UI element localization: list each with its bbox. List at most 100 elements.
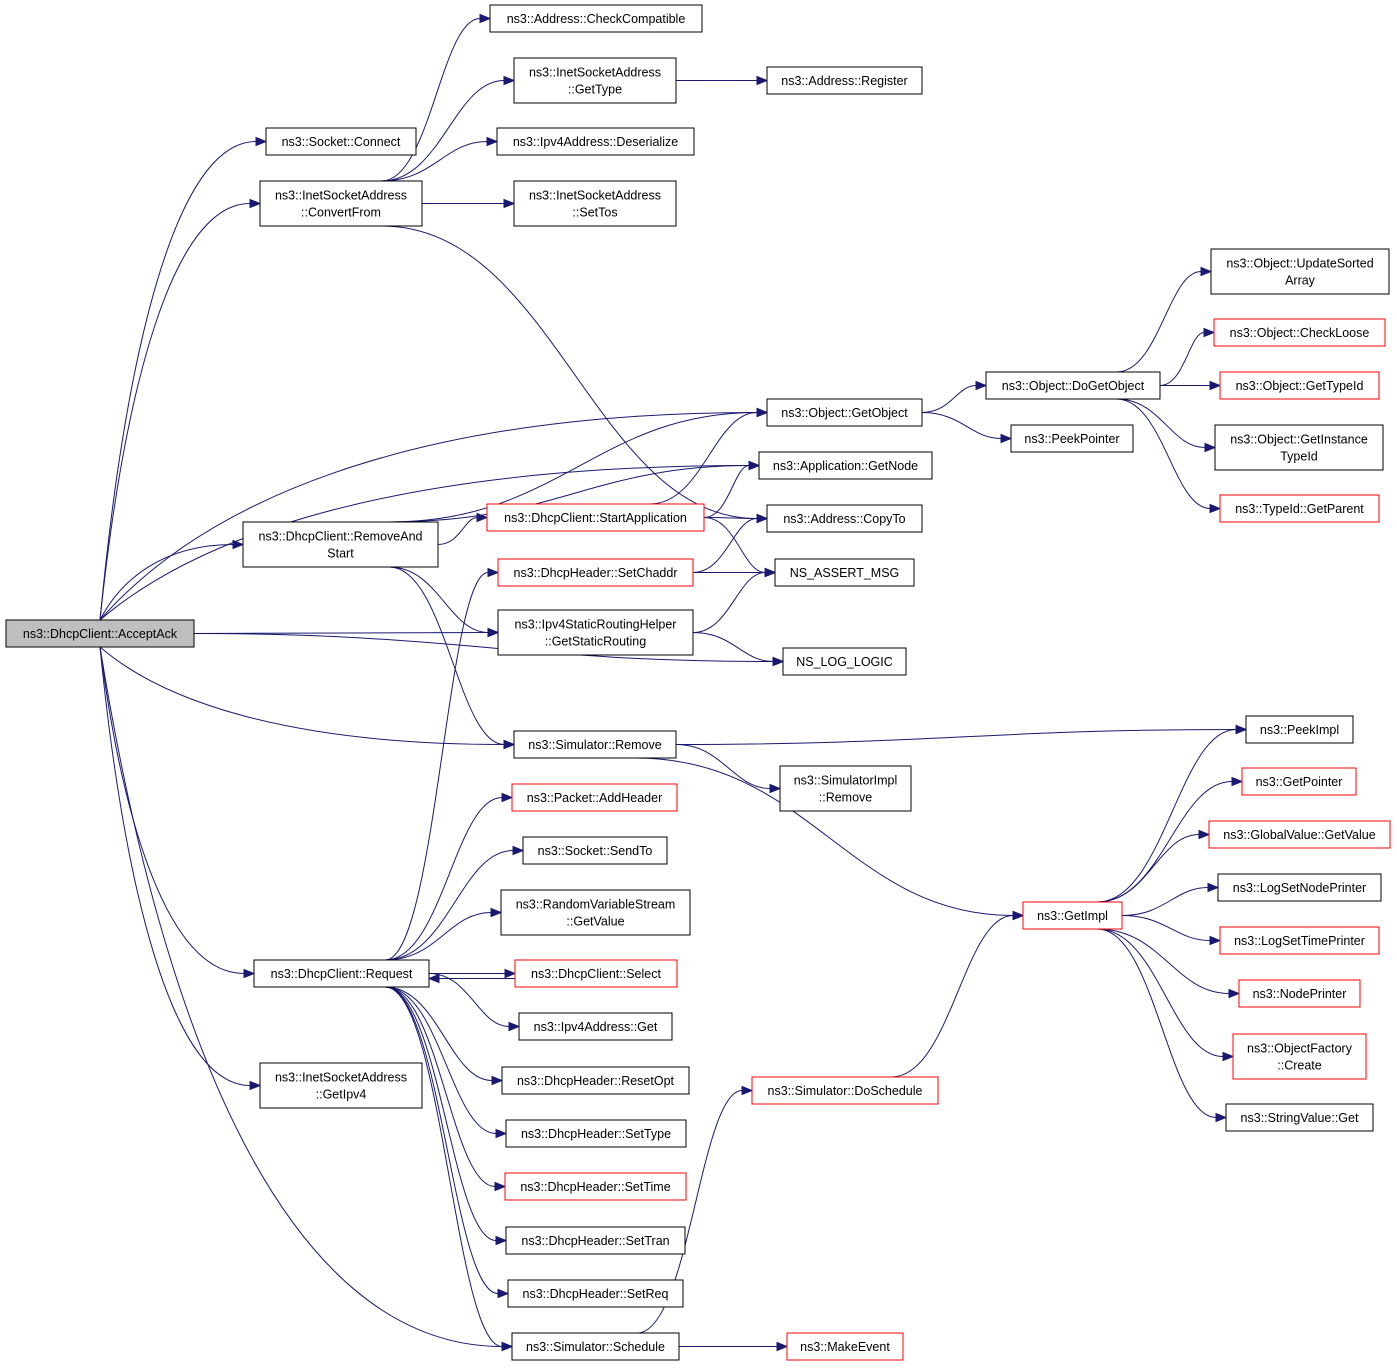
node-set-tran[interactable]: ns3::DhcpHeader::SetTran — [505, 1226, 686, 1255]
node-peek-pointer[interactable]: ns3::PeekPointer — [1010, 424, 1134, 453]
node-address-register[interactable]: ns3::Address::Register — [766, 66, 923, 95]
node-box — [786, 1332, 904, 1361]
node-accept-ack[interactable]: ns3::DhcpClient::AcceptAck — [5, 619, 195, 648]
node-log-set-node-printer[interactable]: ns3::LogSetNodePrinter — [1217, 873, 1382, 902]
node-inet-get-ipv4[interactable]: ns3::InetSocketAddress::GetIpv4 — [259, 1062, 423, 1109]
node-socket-connect[interactable]: ns3::Socket::Connect — [265, 127, 417, 156]
edge-line — [1116, 398, 1206, 448]
node-packet-add-header[interactable]: ns3::Packet::AddHeader — [511, 783, 678, 812]
edge-get_impl-to-node_printer — [1097, 928, 1241, 999]
node-set-time[interactable]: ns3::DhcpHeader::SetTime — [504, 1172, 687, 1201]
node-set-type[interactable]: ns3::DhcpHeader::SetType — [505, 1119, 687, 1148]
edge-line — [99, 203, 251, 621]
edge-object_get_object-to-peek_pointer — [921, 412, 1013, 444]
arrowhead — [1198, 829, 1211, 840]
node-string-value-get[interactable]: ns3::StringValue::Get — [1225, 1103, 1374, 1132]
node-ipv4-deserialize[interactable]: ns3::Ipv4Address::Deserialize — [496, 127, 695, 156]
node-simulator-schedule[interactable]: ns3::Simulator::Schedule — [511, 1332, 680, 1361]
node-simulator-remove[interactable]: ns3::Simulator::Remove — [513, 730, 677, 759]
node-random-get-value[interactable]: ns3::RandomVariableStream::GetValue — [500, 889, 691, 936]
node-address-copy-to[interactable]: ns3::Address::CopyTo — [766, 504, 923, 533]
arrowhead — [1209, 935, 1222, 946]
edge-line — [385, 986, 499, 1294]
node-label: ns3::Object::GetObject — [781, 406, 908, 420]
node-dhcp-request[interactable]: ns3::DhcpClient::Request — [253, 959, 430, 988]
node-ns-assert-msg[interactable]: NS_ASSERT_MSG — [774, 558, 915, 587]
node-label: ns3::Object::CheckLoose — [1230, 326, 1370, 340]
edge-dhcp_request-to-set_req — [385, 986, 510, 1299]
edge-line — [649, 412, 758, 505]
node-label: ns3::Object::GetInstance — [1230, 433, 1368, 447]
node-box — [505, 1226, 686, 1255]
node-label: ns3::DhcpClient::Select — [531, 967, 661, 981]
node-get-impl[interactable]: ns3::GetImpl — [1022, 901, 1123, 930]
edge-line — [99, 465, 750, 621]
edge-get_impl-to-string_value_get — [1097, 928, 1228, 1123]
node-ipv4-get[interactable]: ns3::Ipv4Address::Get — [518, 1012, 673, 1041]
edge-inet_convert_from-to-ipv4_deserialize — [381, 136, 499, 182]
node-make-event[interactable]: ns3::MakeEvent — [786, 1332, 904, 1361]
edge-dhcp_request-to-socket_send_to — [385, 845, 525, 961]
node-box — [259, 1062, 423, 1109]
node-label: ns3::Object::UpdateSorted — [1226, 257, 1373, 271]
node-label: ns3::InetSocketAddress — [275, 1071, 407, 1085]
arrowhead — [1215, 1112, 1228, 1123]
node-node-printer[interactable]: ns3::NodePrinter — [1238, 979, 1361, 1008]
node-log-set-time-printer[interactable]: ns3::LogSetTimePrinter — [1219, 926, 1380, 955]
node-label: ns3::DhcpClient::Request — [271, 967, 413, 981]
edge-line — [385, 797, 503, 961]
edge-inet_convert_from-to-inet_set_tos — [421, 198, 516, 209]
arrowhead — [255, 136, 268, 147]
node-do-schedule[interactable]: ns3::Simulator::DoSchedule — [751, 1076, 939, 1105]
node-label: ns3::Ipv4StaticRoutingHelper — [515, 618, 677, 632]
edge-line — [1121, 915, 1211, 941]
node-global-value-get-value[interactable]: ns3::GlobalValue::GetValue — [1208, 820, 1391, 849]
node-object-check-loose[interactable]: ns3::Object::CheckLoose — [1213, 318, 1386, 347]
node-simulator-impl-remove[interactable]: ns3::SimulatorImpl::Remove — [779, 765, 912, 812]
node-label: ns3::StringValue::Get — [1241, 1111, 1359, 1125]
node-object-get-object[interactable]: ns3::Object::GetObject — [766, 398, 923, 427]
node-app-get-node[interactable]: ns3::Application::GetNode — [758, 451, 933, 480]
edge-line — [675, 744, 771, 789]
node-inet-get-type[interactable]: ns3::InetSocketAddress::GetType — [513, 57, 677, 104]
node-get-static-routing[interactable]: ns3::Ipv4StaticRoutingHelper::GetStaticR… — [497, 609, 694, 656]
edge-dhcp_request-to-set_tran — [385, 986, 508, 1246]
node-socket-send-to[interactable]: ns3::Socket::SendTo — [522, 836, 668, 865]
node-object-get-type-id[interactable]: ns3::Object::GetTypeId — [1219, 371, 1380, 400]
node-peek-impl[interactable]: ns3::PeekImpl — [1245, 715, 1354, 744]
node-box — [782, 647, 907, 676]
node-label: ns3::Address::CheckCompatible — [507, 12, 686, 26]
edge-line — [99, 646, 503, 1347]
node-box — [774, 558, 915, 587]
node-label: ::GetValue — [566, 915, 624, 929]
node-reset-opt[interactable]: ns3::DhcpHeader::ResetOpt — [501, 1066, 690, 1095]
edge-object_get_object-to-object_do_get_object — [921, 380, 988, 413]
edge-line — [1097, 834, 1200, 903]
node-get-pointer[interactable]: ns3::GetPointer — [1241, 767, 1357, 796]
node-object-factory-create[interactable]: ns3::ObjectFactory::Create — [1232, 1033, 1367, 1080]
arrowhead — [243, 968, 256, 979]
node-ns-log-logic[interactable]: NS_LOG_LOGIC — [782, 647, 907, 676]
node-dhcp-select[interactable]: ns3::DhcpClient::Select — [514, 959, 678, 988]
node-inet-convert-from[interactable]: ns3::InetSocketAddress::ConvertFrom — [259, 180, 423, 227]
node-typeid-get-parent[interactable]: ns3::TypeId::GetParent — [1219, 494, 1380, 523]
edge-line — [1097, 928, 1224, 1057]
node-start-application[interactable]: ns3::DhcpClient::StartApplication — [486, 503, 705, 532]
node-label: ::GetType — [568, 83, 622, 97]
node-set-req[interactable]: ns3::DhcpHeader::SetReq — [507, 1279, 684, 1308]
node-label: ns3::LogSetNodePrinter — [1233, 881, 1366, 895]
node-address-check-compatible[interactable]: ns3::Address::CheckCompatible — [489, 4, 703, 33]
node-object-do-get-object[interactable]: ns3::Object::DoGetObject — [985, 371, 1161, 400]
node-box — [518, 1012, 673, 1041]
arrowhead — [512, 845, 525, 856]
node-inet-set-tos[interactable]: ns3::InetSocketAddress::SetTos — [513, 180, 677, 227]
node-set-chaddr[interactable]: ns3::DhcpHeader::SetChaddr — [497, 558, 694, 587]
edge-start_application-to-object_get_object — [649, 407, 769, 505]
node-label: ns3::Socket::Connect — [282, 135, 401, 149]
node-box — [486, 503, 705, 532]
node-box — [1225, 1103, 1374, 1132]
